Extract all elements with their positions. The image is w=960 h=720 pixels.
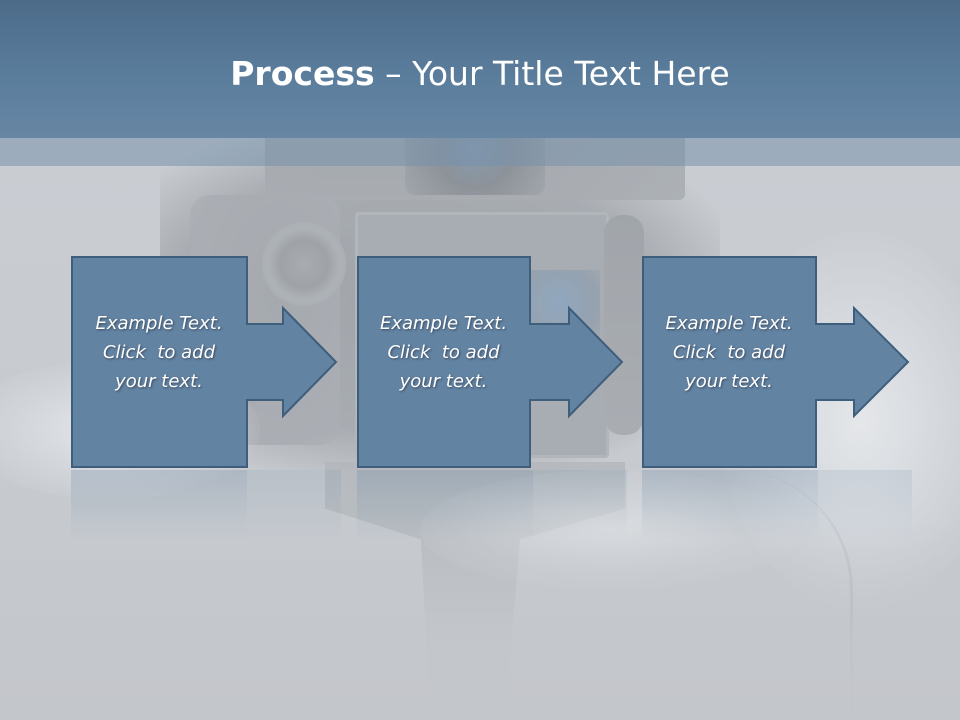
camera-side-buttons bbox=[604, 215, 644, 435]
background-fade bbox=[0, 520, 960, 720]
step-2-line-2: Click to add bbox=[387, 342, 500, 363]
step-text-2[interactable]: Example Text. Click to add your text. bbox=[357, 309, 530, 396]
step-1-line-1: Example Text. bbox=[95, 313, 223, 334]
step-1-line-2: Click to add bbox=[102, 342, 215, 363]
step-3-line-1: Example Text. bbox=[665, 313, 793, 334]
process-step-1[interactable]: Example Text. Click to add your text. bbox=[71, 256, 411, 468]
step-reflection-3 bbox=[642, 470, 912, 540]
step-2-line-1: Example Text. bbox=[379, 313, 508, 334]
step-reflection-1 bbox=[71, 470, 341, 540]
step-2-line-3: your text. bbox=[399, 371, 488, 392]
step-arrow-shape-2 bbox=[357, 256, 624, 468]
slide-title[interactable]: Process – Your Title Text Here bbox=[0, 52, 960, 96]
process-step-2[interactable]: Example Text. Click to add your text. bbox=[357, 256, 697, 468]
title-band-underlay bbox=[0, 138, 960, 166]
slide-title-rest: – Your Title Text Here bbox=[374, 54, 730, 93]
process-step-3[interactable]: Example Text. Click to add your text. bbox=[642, 256, 960, 468]
step-3-line-2: Click to add bbox=[672, 342, 785, 363]
camera-dial bbox=[262, 222, 346, 306]
step-arrow-shape-3 bbox=[642, 256, 910, 468]
step-text-3[interactable]: Example Text. Click to add your text. bbox=[642, 309, 816, 396]
step-reflection-2 bbox=[357, 470, 627, 540]
title-band bbox=[0, 0, 960, 138]
step-arrow-shape-1 bbox=[71, 256, 338, 468]
step-text-1[interactable]: Example Text. Click to add your text. bbox=[71, 309, 247, 396]
step-3-line-3: your text. bbox=[685, 371, 773, 392]
step-1-line-3: your text. bbox=[115, 371, 203, 392]
slide-title-bold: Process bbox=[230, 54, 375, 93]
